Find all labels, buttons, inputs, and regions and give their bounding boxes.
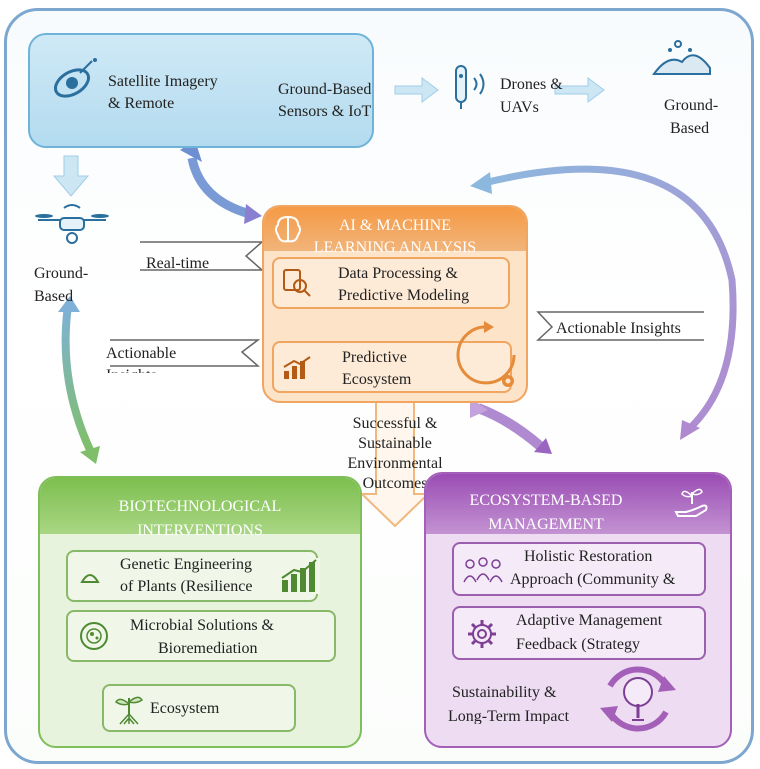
- bracket-actionable-right: [536, 311, 704, 341]
- bio-panel-header: [40, 478, 360, 534]
- bracket-actionable-left: [110, 339, 261, 367]
- actionable-left-line2: Insights: [106, 365, 157, 373]
- eco-title-clip: ECOSYSTEM-BASED MANAGEMENT: [426, 490, 666, 536]
- terrain-icon: [652, 40, 711, 75]
- bio-title-clip: BIOTECHNOLOGICAL INTERVENTIONS: [40, 496, 360, 544]
- predictive-line2: Ecosystem: [342, 371, 412, 388]
- tree-cycle-icon: [600, 666, 676, 732]
- satellite-icon: [53, 58, 97, 98]
- outcome-line4: Outcomes: [362, 475, 428, 492]
- actionable-left-line1: Actionable: [106, 345, 177, 362]
- ground-based-left-line1: Ground-: [34, 265, 89, 282]
- drones-line1: Drones &: [500, 76, 563, 93]
- predictive-line1: Predictive: [342, 349, 407, 366]
- down-arrow-left: [52, 155, 90, 197]
- magnify-icon: [283, 269, 311, 297]
- gear-icon: [468, 620, 496, 648]
- central-down-arrow: [359, 394, 431, 528]
- curve-arrow-ai-eco: [470, 398, 552, 454]
- ecosystem-box: Ecosystem: [102, 684, 296, 732]
- ai-panel-header: [264, 207, 526, 251]
- drones-line2: UAVs: [500, 99, 539, 116]
- bracket-real-time: [140, 241, 264, 271]
- microbial-line2: Bioremediation: [158, 640, 258, 657]
- holistic-box: Holistic Restoration Approach (Community…: [452, 542, 706, 596]
- petri-dish-icon: [80, 622, 108, 650]
- flow-arrow-3: [554, 77, 605, 103]
- real-time-label: Real-time: [146, 255, 210, 272]
- satellite-label-line1: Satellite Imagery: [108, 73, 218, 90]
- predictive-box: Predictive Ecosystem: [272, 341, 512, 393]
- eco-panel-header: [426, 474, 730, 534]
- actionable-right-label: Actionable Insights: [556, 320, 681, 337]
- microbial-box: Microbial Solutions & Bioremediation: [66, 610, 336, 662]
- drone-icon: [35, 204, 109, 244]
- adaptive-line1: Adaptive Management: [516, 612, 663, 629]
- eco-title-line2: MANAGEMENT: [488, 516, 604, 533]
- outcome-line1: Successful &: [352, 415, 438, 432]
- predictive-clip: Predictive Ecosystem: [342, 347, 452, 391]
- cycle-icon: [456, 321, 516, 387]
- ground-based-right-line2: Based: [670, 120, 710, 137]
- plant-dome-icon: [80, 574, 100, 583]
- curve-arrow-right: [470, 165, 737, 440]
- genetic-box: Genetic Engineering of Plants (Resilienc…: [66, 550, 318, 602]
- holistic-line1: Holistic Restoration: [524, 548, 653, 565]
- genetic-line1: Genetic Engineering: [120, 556, 252, 573]
- holistic-line2: Approach (Community &: [510, 571, 676, 588]
- growth-chart-icon: [278, 558, 320, 594]
- brain-icon: [275, 215, 301, 243]
- outcome-line3: Environmental: [347, 455, 443, 472]
- genetic-line2: of Plants (Resilience: [120, 578, 253, 595]
- microbial-line1: Microbial Solutions &: [130, 617, 274, 634]
- flow-arrow-2: [394, 77, 439, 103]
- ground-based-left-line2: Based: [34, 288, 74, 305]
- curve-arrow-sensing-ai: [180, 140, 262, 224]
- ai-panel: AI & MACHINE LEARNING ANALYSIS Data Proc…: [262, 205, 528, 403]
- adaptive-clip: Adaptive Management Feedback (Strategy: [516, 610, 702, 654]
- sustainability-line1: Sustainability &: [452, 684, 557, 701]
- seedling-icon: [114, 696, 144, 725]
- data-processing-box: Data Processing & Predictive Modeling: [272, 257, 510, 309]
- ground-based-right-line1: Ground-: [664, 97, 719, 114]
- hand-plant-icon: [674, 488, 708, 517]
- data-processing-line1: Data Processing &: [338, 265, 458, 282]
- adaptive-line2: Feedback (Strategy: [516, 636, 640, 653]
- bio-title-line2: INTERVENTIONS: [137, 522, 263, 539]
- bio-title-line1: BIOTECHNOLOGICAL: [118, 498, 282, 515]
- bio-panel: BIOTECHNOLOGICAL INTERVENTIONS Genetic E…: [38, 476, 362, 748]
- community-icon: [463, 557, 503, 583]
- ecosystem-label: Ecosystem: [150, 700, 220, 717]
- eco-panel: ECOSYSTEM-BASED MANAGEMENT Holistic Rest…: [424, 472, 732, 748]
- genetic-clip: Genetic Engineering of Plants (Resilienc…: [120, 554, 306, 600]
- ai-title-line2: LEARNING ANALYSIS: [313, 239, 477, 256]
- sustainability-line2: Long-Term Impact: [448, 708, 570, 724]
- chart-icon: [283, 356, 311, 379]
- sustainability-clip: Sustainability & Long-Term Impact: [448, 682, 588, 724]
- eco-title-line1: ECOSYSTEM-BASED: [469, 492, 623, 509]
- ai-title-clip: AI & MACHINE LEARNING ANALYSIS: [264, 215, 526, 261]
- sensing-panel: Satellite Imagery & Remote: [28, 33, 374, 148]
- ground-sensors-line2: Sensors & IoT: [278, 103, 372, 120]
- sensor-probe-icon: [455, 65, 485, 109]
- curve-arrow-left: [58, 296, 100, 464]
- ground-sensors-line1: Ground-Based: [278, 81, 372, 98]
- outcome-clip: Successful & Sustainable Environmental O…: [330, 413, 460, 495]
- actionable-left-clip: Actionable Insights: [106, 343, 246, 373]
- adaptive-box: Adaptive Management Feedback (Strategy: [452, 606, 706, 660]
- ai-title-line1: AI & MACHINE: [339, 217, 451, 234]
- outcome-line2: Sustainable: [358, 435, 432, 452]
- data-processing-line2: Predictive Modeling: [338, 287, 470, 304]
- satellite-label-line2: & Remote: [108, 95, 175, 112]
